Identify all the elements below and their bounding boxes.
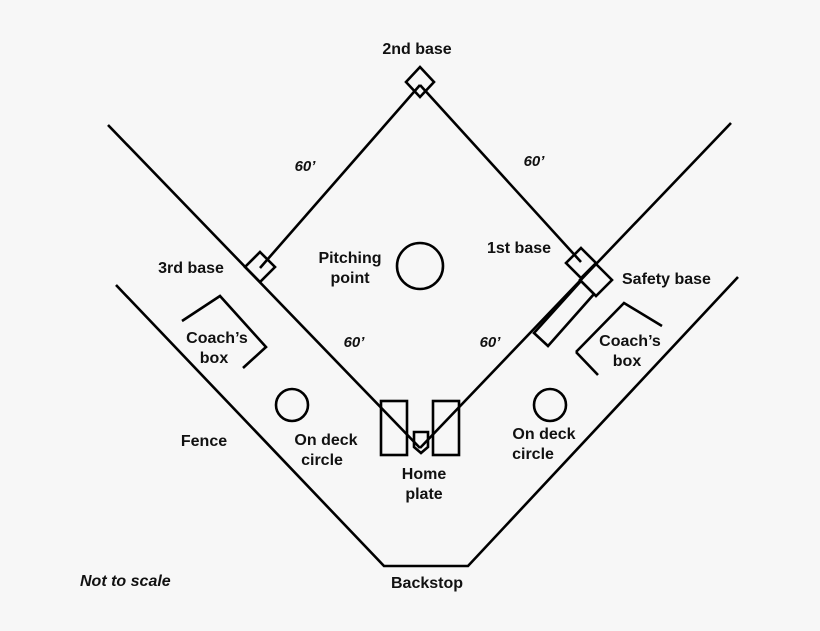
- label-on-deck-left-1: On deck: [294, 432, 357, 449]
- label-coach-box-left-2: box: [200, 350, 229, 367]
- left-foul-line: [107, 124, 421, 449]
- label-not-to-scale: Not to scale: [80, 573, 171, 590]
- distance-first-to-second: 60’: [524, 153, 546, 170]
- coach-box-right-shape: [575, 301, 663, 353]
- coach-box-left: [181, 294, 268, 369]
- label-coach-box-right-2: box: [613, 353, 642, 370]
- coach-box-right-lower: [575, 351, 599, 376]
- third-to-second-line: [259, 84, 421, 269]
- label-pitching-point-1: Pitching: [318, 250, 381, 267]
- label-on-deck-right-1: On deck: [512, 426, 575, 443]
- distance-third-to-home: 60’: [344, 334, 366, 351]
- batters-box-right: [431, 399, 461, 457]
- home-plate: [412, 430, 430, 455]
- pitching-point-circle: [395, 241, 445, 291]
- label-home-plate-1: Home: [402, 466, 447, 483]
- label-second-base: 2nd base: [382, 41, 451, 58]
- first-base: [564, 246, 598, 280]
- label-home-plate-2: plate: [405, 486, 442, 503]
- label-backstop: Backstop: [391, 575, 463, 592]
- batters-box-left: [379, 399, 409, 457]
- label-first-base: 1st base: [487, 240, 551, 257]
- label-coach-box-left-1: Coach’s: [186, 330, 248, 347]
- fence: [115, 276, 739, 568]
- distance-home-to-first: 60’: [480, 334, 502, 351]
- label-pitching-point-2: point: [330, 270, 370, 287]
- label-on-deck-right-2: circle: [512, 446, 554, 463]
- first-to-second-line: [419, 84, 582, 263]
- second-base: [404, 65, 436, 99]
- safety-base: [578, 262, 614, 298]
- safety-lane: [532, 279, 596, 348]
- label-coach-box-right-1: Coach’s: [599, 333, 661, 350]
- on-deck-circle-right: [532, 387, 568, 423]
- label-fence: Fence: [181, 433, 227, 450]
- distance-second-to-third: 60’: [295, 158, 317, 175]
- on-deck-circle-left: [274, 387, 310, 423]
- label-on-deck-left-2: circle: [301, 452, 343, 469]
- label-safety-base: Safety base: [622, 271, 711, 288]
- third-base: [243, 250, 277, 284]
- label-third-base: 3rd base: [158, 260, 224, 277]
